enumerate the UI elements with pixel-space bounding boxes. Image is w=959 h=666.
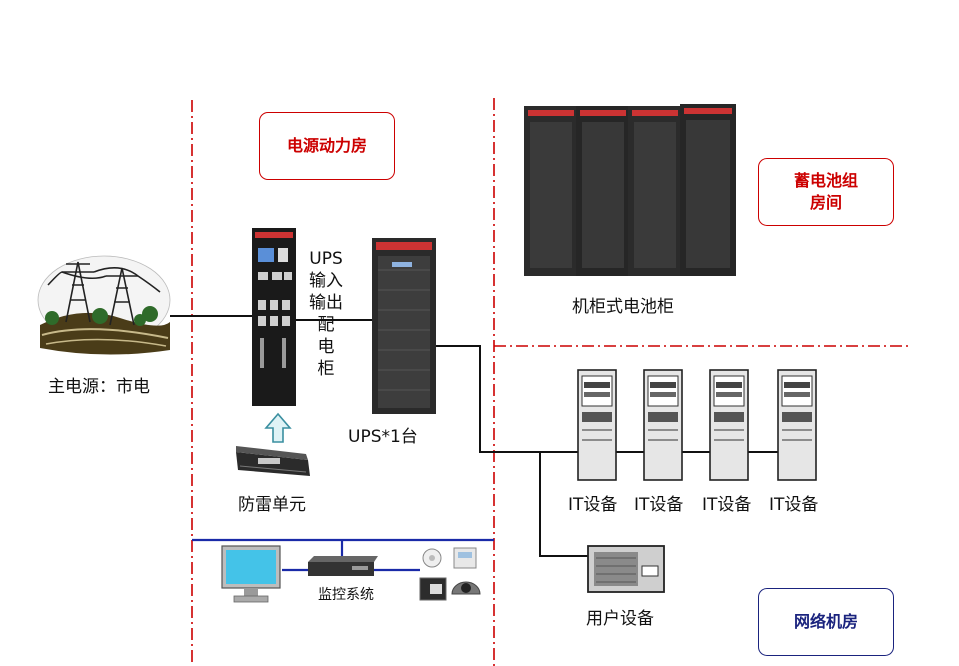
monitor-icon [221, 545, 281, 603]
network-room-label: 网络机房 [758, 588, 894, 656]
it-device-caption-2: IT设备 [634, 495, 684, 515]
power-tower-icon [37, 255, 171, 355]
door-sensor-icon [419, 577, 447, 601]
surge-protector-icon [236, 446, 310, 476]
temperature-sensor-icon [453, 547, 477, 569]
it-device-caption-3: IT设备 [702, 495, 752, 515]
it-device-caption-4: IT设备 [769, 495, 819, 515]
network-room-text: 网络机房 [793, 612, 858, 631]
it-device-caption-1: IT设备 [568, 495, 618, 515]
ups-cabinet-icon [372, 238, 436, 414]
battery-room-label: 蓄电池组 房间 [758, 158, 894, 226]
ups-panel-line-2: 输入 [309, 271, 343, 291]
power-room-text: 电源动力房 [286, 136, 367, 155]
surge-unit-caption: 防雷单元 [238, 495, 306, 515]
distribution-cabinet-icon [252, 228, 296, 406]
monitoring-caption: 监控系统 [318, 587, 374, 603]
user-device-caption: 用户设备 [586, 609, 654, 629]
ups-panel-caption: UPS 输入 输出 配 电 柜 [304, 248, 348, 380]
arrow-up-icon [264, 412, 292, 443]
ups-panel-line-3: 输出 [309, 293, 343, 313]
camera-icon [451, 581, 481, 595]
ups-output-line [436, 345, 540, 453]
ups-panel-line-4: 配 [317, 315, 335, 335]
it-rack-icon [577, 369, 817, 481]
ups-panel-line-5: 电 [317, 337, 335, 357]
user-device-line [539, 452, 590, 557]
battery-room-line-1: 蓄电池组 [793, 171, 858, 190]
ups-unit-caption: UPS*1台 [348, 427, 418, 447]
smoke-sensor-icon [422, 548, 442, 568]
monitoring-bus [192, 538, 494, 572]
battery-room-line-2: 房间 [809, 193, 842, 212]
power-room-label: 电源动力房 [259, 112, 395, 180]
monitoring-host-icon [308, 556, 378, 576]
mains-caption: 主电源：市电 [48, 377, 150, 397]
battery-cabinet-caption: 机柜式电池柜 [572, 297, 674, 317]
user-device-icon [587, 545, 665, 593]
ups-panel-line-1: UPS [309, 249, 343, 269]
room-dividers [191, 98, 910, 666]
battery-cabinet-icon [524, 104, 736, 276]
ups-panel-line-6: 柜 [317, 359, 335, 379]
